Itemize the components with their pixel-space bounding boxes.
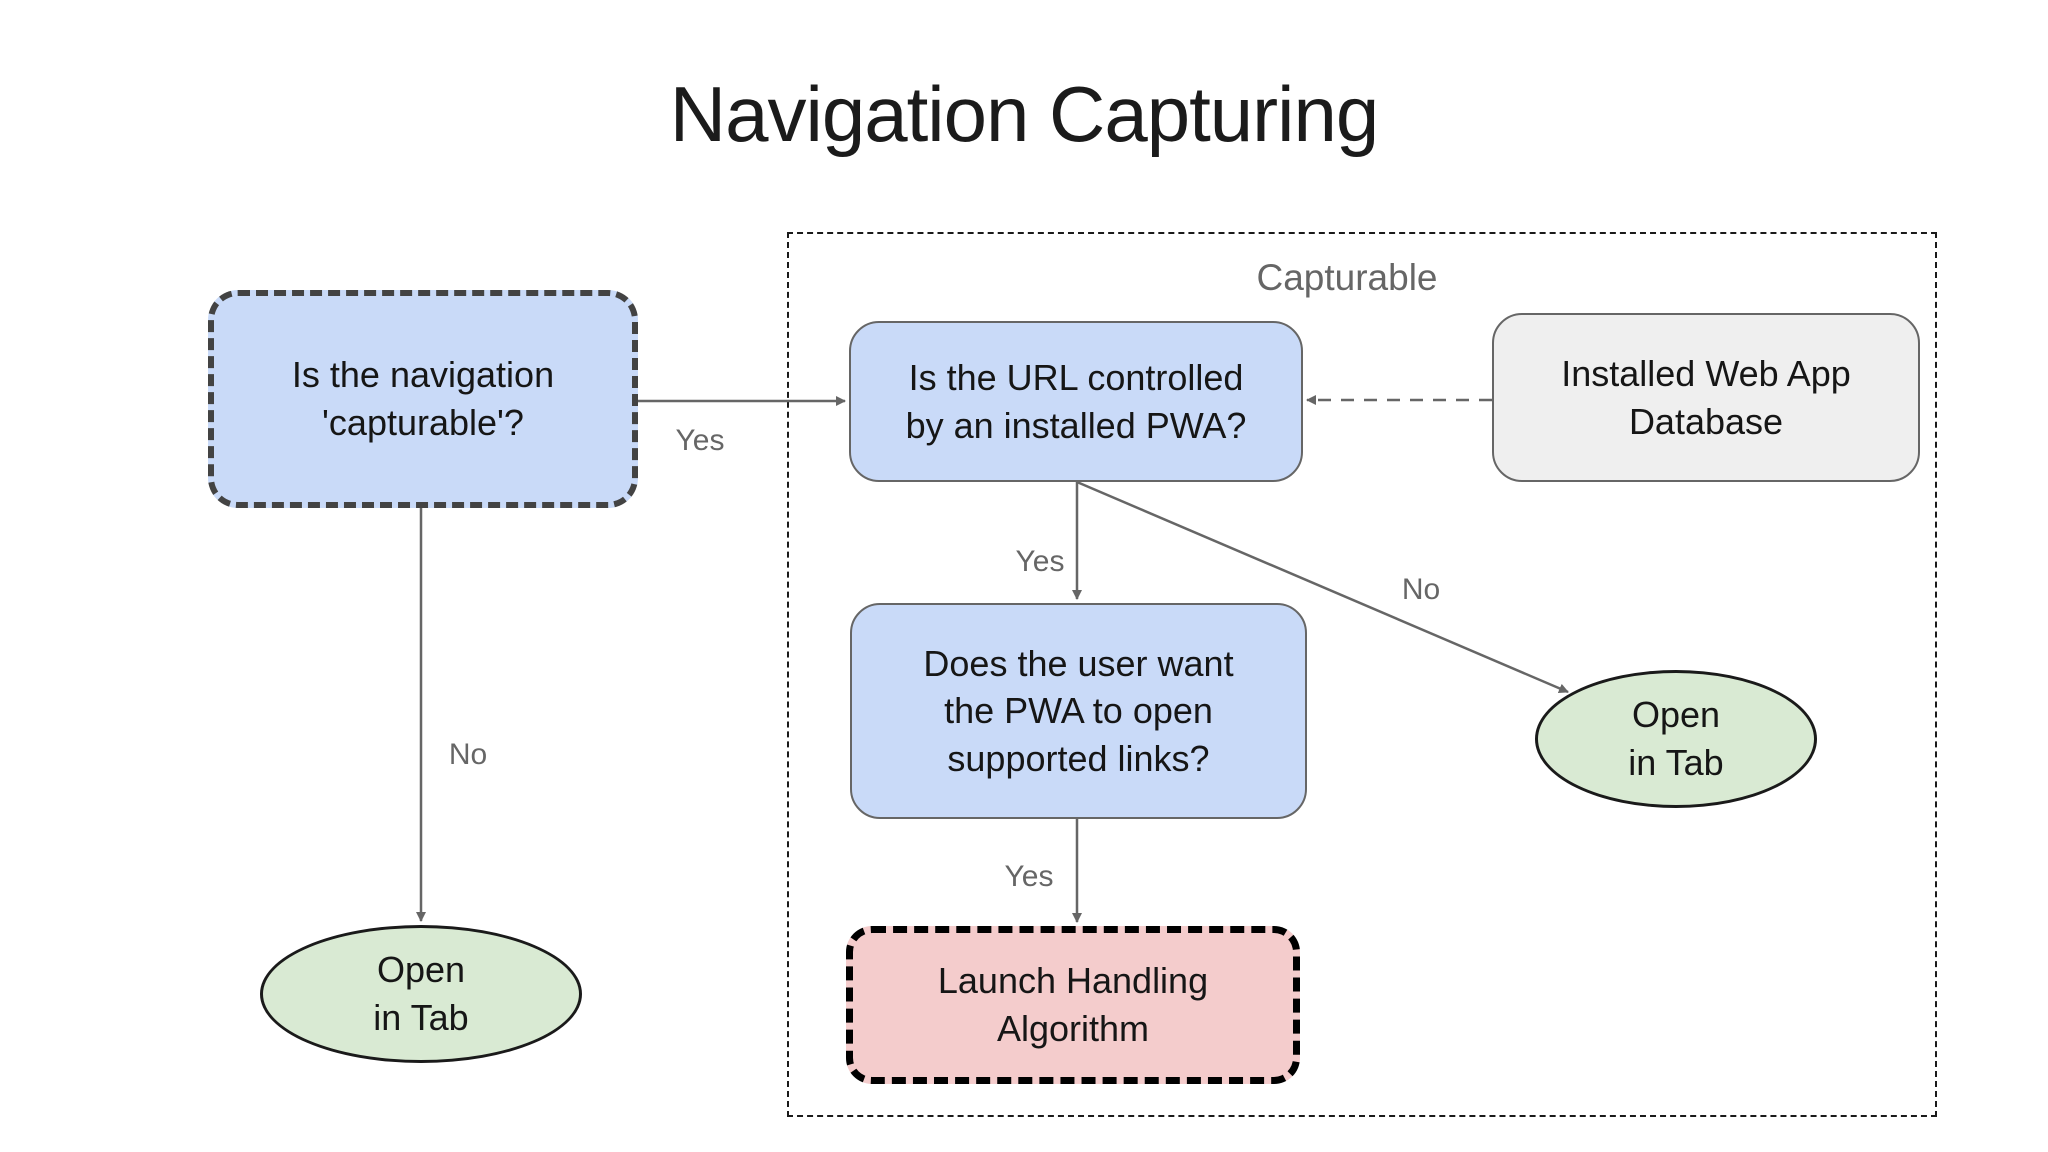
capturable-group-outline: [787, 232, 1937, 1117]
node-launch-handling-algorithm-label: Launch Handling Algorithm: [937, 960, 1209, 1049]
node-does-user-want-supported-links-label: Does the user want the PWA to open suppo…: [923, 642, 1234, 779]
node-open-in-tab-right-label: Open in Tab: [1628, 694, 1724, 783]
node-is-url-controlled-by-pwa-label: Is the URL controlled by an installed PW…: [905, 356, 1247, 446]
node-is-navigation-capturable-label: Is the navigation 'capturable'?: [291, 354, 555, 443]
capturable-group-label: Capturable: [1256, 257, 1438, 298]
edge-label-open-links-yes: Yes: [1004, 860, 1054, 893]
edge-label-url-controlled-no: No: [1401, 573, 1441, 606]
diagram-title: Navigation Capturing: [669, 70, 1379, 158]
node-launch-handling-algorithm: Launch Handling Algorithm: [846, 926, 1300, 1084]
arrow-url-no-to-open-tab-right: [1076, 480, 1569, 694]
edge-label-capturable-no: No: [448, 738, 488, 771]
node-installed-web-app-database: Installed Web App Database: [1492, 313, 1920, 482]
edge-label-capturable-yes: Yes: [675, 424, 725, 457]
node-open-in-tab-left: Open in Tab: [260, 925, 582, 1063]
edge-label-url-controlled-yes: Yes: [1015, 545, 1065, 578]
node-does-user-want-supported-links: Does the user want the PWA to open suppo…: [850, 603, 1307, 819]
node-open-in-tab-right: Open in Tab: [1535, 670, 1817, 808]
node-open-in-tab-left-label: Open in Tab: [373, 949, 469, 1038]
node-is-url-controlled-by-pwa: Is the URL controlled by an installed PW…: [849, 321, 1303, 482]
node-is-navigation-capturable: Is the navigation 'capturable'?: [208, 290, 638, 508]
node-installed-web-app-database-label: Installed Web App Database: [1561, 352, 1851, 442]
